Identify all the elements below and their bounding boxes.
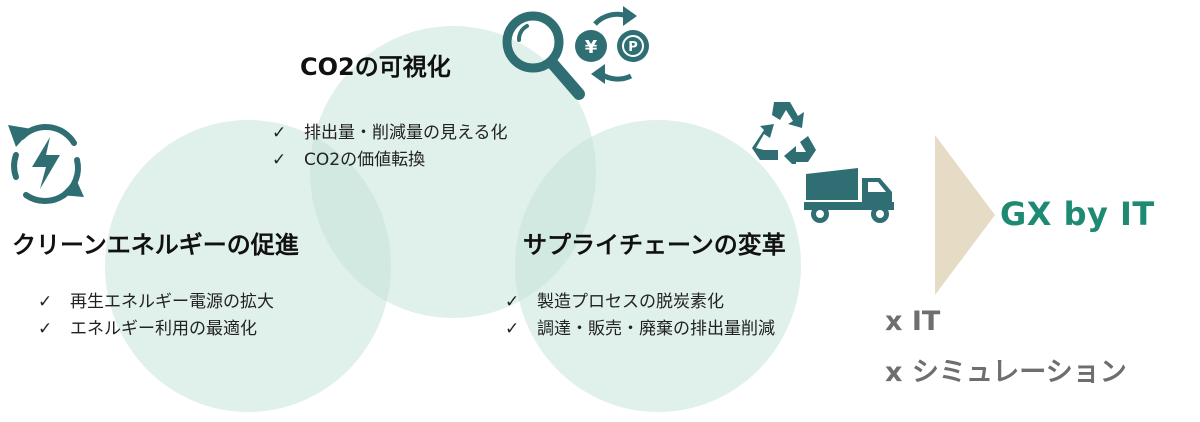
check-icon: ✓ — [272, 123, 287, 143]
bullet-item: ✓ 排出量・削減量の見える化 — [272, 120, 508, 147]
check-icon: ✓ — [505, 292, 520, 312]
check-icon: ✓ — [505, 319, 520, 339]
bullet-text: 調達・販売・廃棄の排出量削減 — [537, 319, 775, 339]
check-icon: ✓ — [38, 292, 53, 312]
bullet-text: エネルギー利用の最適化 — [70, 319, 257, 339]
check-icon: ✓ — [272, 150, 287, 170]
bullet-text: 製造プロセスの脱炭素化 — [537, 292, 724, 312]
svg-text:P: P — [628, 40, 638, 55]
visualization-title: CO2の可視化 — [300, 53, 451, 81]
visualization-bullets: ✓ 排出量・削減量の見える化 ✓ CO2の価値転換 — [272, 120, 508, 174]
bullet-text: 再生エネルギー電源の拡大 — [70, 292, 274, 312]
clean-energy-bullets: ✓ 再生エネルギー電源の拡大 ✓ エネルギー利用の最適化 — [38, 289, 274, 343]
bullet-item: ✓ 製造プロセスの脱炭素化 — [505, 289, 775, 316]
chevron-arrow-icon — [935, 135, 995, 295]
bullet-item: ✓ 再生エネルギー電源の拡大 — [38, 289, 274, 316]
bullet-item: ✓ 調達・販売・廃棄の排出量削減 — [505, 316, 775, 343]
supply-chain-bullets: ✓ 製造プロセスの脱炭素化 ✓ 調達・販売・廃棄の排出量削減 — [505, 289, 775, 343]
bullet-item: ✓ エネルギー利用の最適化 — [38, 316, 274, 343]
gx-by-it-title: GX by IT — [1000, 195, 1155, 233]
bullet-text: 排出量・削減量の見える化 — [304, 123, 508, 143]
magnifier-icon — [502, 11, 585, 100]
energy-cycle-icon — [8, 124, 84, 204]
svg-text:¥: ¥ — [585, 37, 598, 58]
dump-truck-icon — [804, 168, 894, 223]
bullet-item: ✓ CO2の価値転換 — [272, 147, 508, 174]
supply-chain-title: サプライチェーンの変革 — [523, 231, 786, 259]
extra-simulation: x シミュレーション — [885, 357, 1127, 388]
recycle-icon — [752, 102, 816, 164]
check-icon: ✓ — [38, 319, 53, 339]
supply-chain-circle — [515, 120, 801, 412]
yen-point-exchange-icon: ¥ P — [575, 6, 649, 84]
bullet-text: CO2の価値転換 — [304, 150, 426, 170]
extra-it: x IT — [885, 306, 941, 337]
clean-energy-title: クリーンエネルギーの促進 — [12, 231, 299, 259]
